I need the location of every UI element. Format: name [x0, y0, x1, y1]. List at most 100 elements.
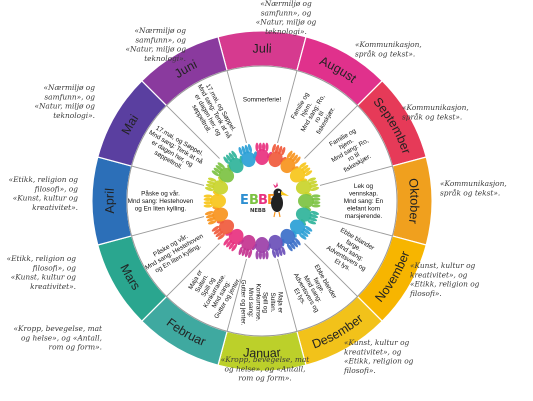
segment-text-line: Lek og: [354, 183, 374, 190]
segment-divider: [319, 165, 393, 186]
segment-content-juli: Sommerferie!: [243, 97, 282, 104]
annotation-line: «Kunst, kultur og: [410, 261, 476, 270]
annotation-line: «Etikk, religion og: [410, 280, 480, 289]
annotation-line: samfunn», og: [44, 92, 95, 101]
hand-print-icon: [255, 142, 273, 165]
segment-text-line: Mnd sang:: [247, 288, 254, 318]
annotation-oktober: «Kommunikasjon,språk og tekst».: [440, 179, 507, 197]
logo-letter: B: [258, 193, 268, 208]
annotation-line: «Kunst, kultur og: [13, 194, 79, 203]
annotation-line: «Kommunikasjon,: [402, 103, 469, 112]
hand-print-icon: [211, 162, 235, 183]
segment-text-line: elefant kom: [347, 205, 380, 212]
hand-print-icon: [280, 150, 301, 174]
segment-divider: [304, 243, 358, 297]
annotation-line: språk og tekst».: [402, 112, 462, 121]
annotation-line: filosofi», og: [34, 184, 79, 193]
annotation-line: «Natur, miljø og: [125, 45, 186, 54]
segment-text-line: Spill og: [262, 292, 269, 313]
annotation-line: «Etikk, religion og: [344, 357, 414, 366]
annotation-line: «Kropp, bevegelse, mat: [13, 324, 102, 333]
segment-text-line: Maja er: [277, 292, 284, 314]
annotation-line: språk og tekst».: [440, 188, 500, 197]
hand-print-icon: [204, 206, 229, 225]
annotation-line: kreativitet», og: [410, 270, 468, 279]
logo-letter: B: [249, 193, 259, 208]
annotation-line: samfunn», og: [261, 8, 312, 17]
annotation-line: «Natur, miljø og: [34, 102, 95, 111]
annotation-line: kreativitet», og: [344, 347, 402, 356]
segment-divider: [226, 258, 247, 332]
annotation-line: teknologi».: [265, 27, 307, 36]
annotation-line: «Natur, miljø og: [256, 18, 317, 27]
annotation-line: «Kommunikasjon,: [355, 40, 422, 49]
hand-print-icon: [289, 219, 313, 240]
segment-divider: [166, 243, 220, 297]
hand-print-icon: [223, 228, 244, 252]
annotation-line: «Nærmiljø og: [260, 0, 312, 8]
segment-divider: [131, 216, 205, 237]
annotation-line: teknologi».: [53, 111, 95, 120]
annotation-line: «Nærmiljø og: [44, 83, 96, 92]
annotation-line: samfunn», og: [135, 35, 186, 44]
segment-text-line: Sulten.: [269, 293, 276, 313]
annotation-september: «Kommunikasjon,språk og tekst».: [402, 103, 469, 121]
segment-text-line: vennskap.: [349, 191, 378, 198]
month-label-januar: Januar: [243, 345, 282, 360]
toucan-bird-icon: [271, 182, 289, 218]
segment-divider: [319, 216, 393, 237]
segment-divider: [304, 105, 358, 159]
segment-divider: [277, 70, 298, 144]
hand-print-icon: [251, 237, 269, 260]
hand-print-icon: [237, 234, 256, 259]
annotation-line: «Kropp, bevegelse, mat: [221, 355, 310, 364]
month-label-juli: Juli: [252, 41, 272, 55]
segment-text-line: Mnd sang: Hestehoven: [128, 198, 194, 205]
month-ring: [91, 30, 433, 372]
segment-divider: [277, 258, 298, 332]
annotation-line: filosofi».: [409, 289, 442, 298]
segment-text-line: Påske og vår.: [141, 190, 180, 198]
annotation-august: «Kommunikasjon,språk og tekst».: [355, 40, 422, 58]
hand-print-icon: [204, 176, 229, 195]
logo-subtext: NEBB: [250, 208, 266, 214]
annotation-line: rom og form».: [49, 343, 102, 352]
annotation-line: «Kommunikasjon,: [440, 179, 507, 188]
segment-text-line: Konkurranse.: [254, 283, 261, 321]
annotation-line: kreativitet».: [30, 282, 76, 291]
hand-print-icon: [280, 228, 301, 252]
hand-print-icon: [268, 143, 287, 168]
segment-divider: [166, 105, 220, 159]
annotation-line: «Kunst, kultur og: [11, 273, 77, 282]
center-hands-logo: [202, 141, 322, 261]
annotation-line: språk og tekst».: [355, 49, 415, 58]
segment-text-line: Mnd sang: En: [344, 198, 384, 205]
segment-divider: [226, 70, 247, 144]
annotation-line: filosofi».: [343, 366, 376, 375]
annotation-line: «Nærmiljø og: [135, 26, 187, 35]
segment-text-line: og En liten kylling.: [135, 205, 187, 212]
month-label-oktober: Oktober: [406, 178, 422, 225]
segment-text-line: Sommerferie!: [243, 97, 282, 104]
segment-text-line: marsjerende.: [345, 213, 383, 220]
annotation-line: rom og form».: [238, 374, 291, 383]
annotation-line: og helse», og «Antall,: [21, 333, 102, 342]
annotation-line: kreativitet».: [32, 203, 78, 212]
month-label-april: April: [102, 188, 117, 214]
annotation-line: teknologi».: [144, 54, 186, 63]
hand-print-icon: [298, 194, 321, 212]
segment-divider: [131, 165, 205, 186]
hand-print-icon: [203, 190, 226, 208]
